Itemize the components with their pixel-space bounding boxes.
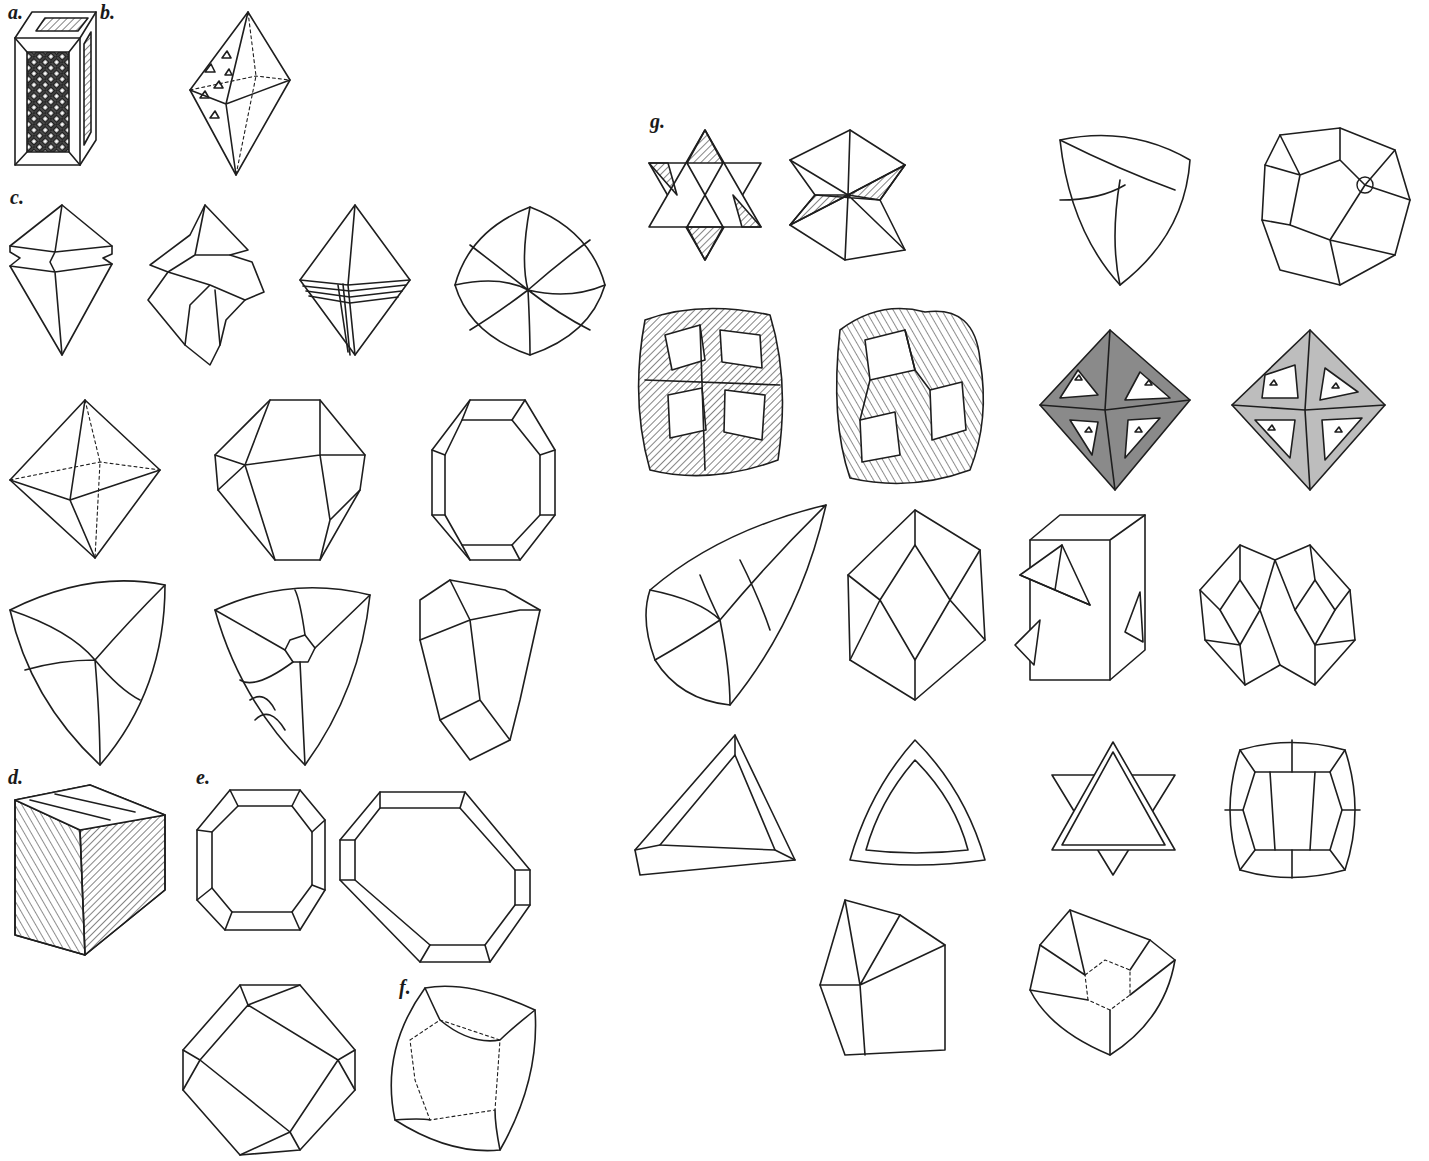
- figure-letter: c.: [10, 186, 24, 208]
- figure-letter: b.: [100, 1, 115, 23]
- flattened-crystal: [420, 580, 540, 760]
- curved-tetrahedroid: [10, 581, 165, 765]
- rounded-triangle: [850, 740, 985, 865]
- tabular-crystal: [183, 985, 355, 1155]
- lamellar-octahedron: [300, 205, 410, 355]
- cube-twin: [1015, 515, 1145, 680]
- figure-letter: c.: [10, 186, 24, 209]
- figure-letter: a.: [8, 1, 23, 24]
- dodecahedron-crystal: [848, 510, 985, 700]
- cushion-crystal: [1225, 740, 1360, 878]
- figure-letter: f.: [399, 976, 411, 998]
- rounded-cube: [391, 986, 535, 1150]
- figure-letter: b.: [100, 1, 115, 24]
- rough-cube: [837, 309, 984, 484]
- star-twin: [649, 130, 761, 260]
- figure-letter: a.: [8, 1, 23, 23]
- spinel-twin: [10, 205, 112, 355]
- rough-cube: [639, 309, 783, 476]
- complex-crystal: [1262, 128, 1410, 285]
- cuboid-crystal: [197, 790, 325, 930]
- modified-octahedron: [215, 400, 365, 560]
- cube-crystal: [15, 12, 96, 165]
- octahedron-crystal: [190, 12, 290, 175]
- figure-letter: d.: [8, 766, 23, 789]
- dodecahedron-twin: [1200, 545, 1355, 685]
- figure-letter: e.: [196, 766, 210, 789]
- triangle-twin: [1052, 742, 1175, 875]
- figure-letter: e.: [196, 766, 210, 788]
- striated-cube: [15, 785, 165, 955]
- rounded-tetrahedroid: [1030, 910, 1175, 1055]
- contact-twin: [790, 130, 905, 260]
- figure-letter: g.: [650, 110, 665, 133]
- figure-letter: g.: [650, 110, 665, 132]
- prismatic-crystal: [340, 792, 530, 962]
- etched-octahedron: [1040, 330, 1190, 490]
- distorted-crystal: [820, 900, 945, 1055]
- octahedron-crystal: [10, 400, 160, 558]
- figure-letter: d.: [8, 766, 23, 788]
- curved-crystal: [1060, 136, 1190, 286]
- elongated-crystal: [432, 400, 555, 560]
- rounded-crystal: [455, 207, 605, 355]
- flat-triangle: [635, 735, 795, 875]
- figure-letter: f.: [399, 976, 411, 999]
- curved-tetrahedroid: [215, 588, 370, 765]
- interpenetrant-twin: [148, 205, 264, 365]
- etched-octahedron: [1232, 330, 1385, 490]
- drop-crystal: [646, 505, 826, 705]
